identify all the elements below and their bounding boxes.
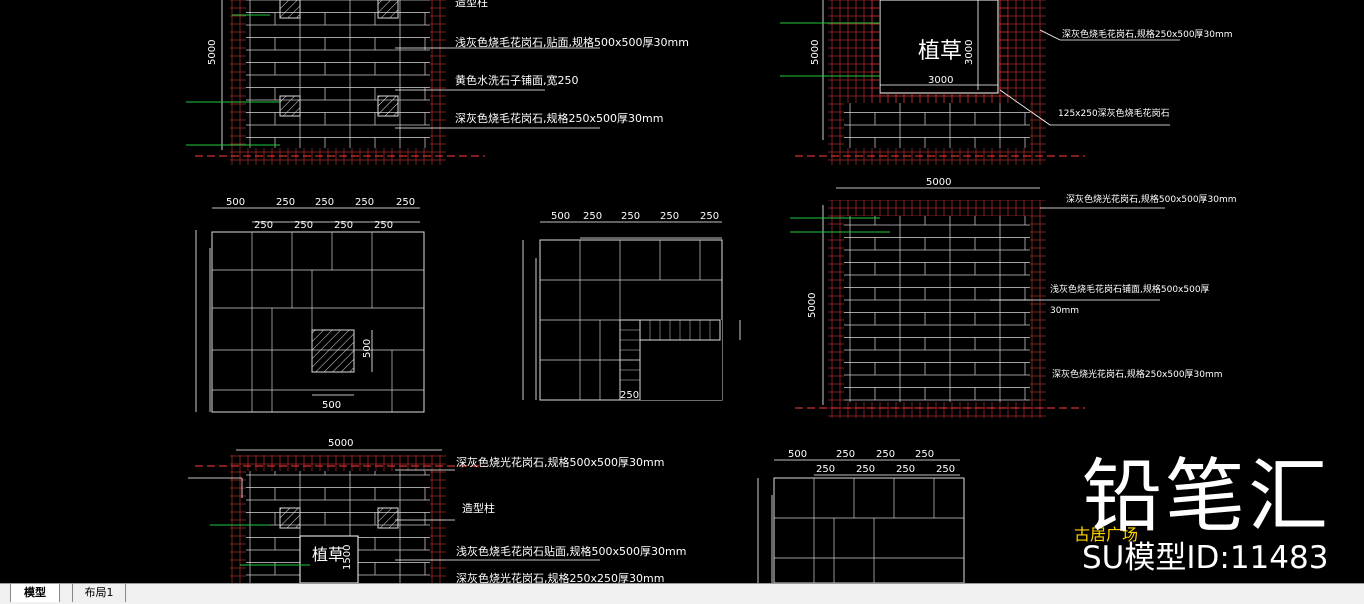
- dim-500-a: 500: [226, 197, 245, 208]
- label-plaza: 古居广场: [1074, 525, 1138, 544]
- note-n10: 浅灰色烧毛花岗石贴面,规格500x500厚30mm: [456, 544, 686, 558]
- dim-250-g1: 250: [816, 464, 835, 475]
- dim-250-a3: 250: [355, 197, 374, 208]
- dim-1500: 1500: [342, 545, 353, 570]
- dim-250-a1: 250: [276, 197, 295, 208]
- dim-250-g2: 250: [856, 464, 875, 475]
- dim-500-d: 500: [551, 211, 570, 222]
- dim-250-a2: 250: [315, 197, 334, 208]
- dim-500-b: 500: [322, 400, 341, 411]
- dim-250-b4: 250: [374, 220, 393, 231]
- cad-model-space[interactable]: 5000 造型柱 浅灰色烧毛花岗石,贴面,规格500x500厚30mm 黄色水洗…: [0, 0, 1364, 583]
- note-n2: 黄色水洗石子铺面,宽250: [455, 73, 579, 87]
- dim-250-d4: 250: [700, 211, 719, 222]
- note-n3: 深灰色烧毛花岗石,规格250x500厚30mm: [455, 111, 663, 125]
- dim-5000-left: 5000: [207, 40, 218, 65]
- note-n5: 125x250深灰色烧毛花岗石: [1058, 107, 1170, 119]
- tab-layout1[interactable]: 布局1: [72, 584, 126, 602]
- note-n9: 深灰色烧光花岗石,规格500x500厚30mm: [456, 455, 664, 469]
- dim-250-e: 250: [620, 390, 639, 401]
- dim-250-f1: 250: [836, 449, 855, 460]
- dim-3000-top: 3000: [928, 75, 953, 86]
- dim-250-a4: 250: [396, 197, 415, 208]
- note-n11: 深灰色烧光花岗石,规格250x250厚30mm: [456, 571, 664, 583]
- note-n7b: 30mm: [1050, 306, 1079, 316]
- note-n6: 深灰色烧光花岗石,规格500x500厚30mm: [1066, 193, 1237, 205]
- dim-250-d3: 250: [660, 211, 679, 222]
- detail-bottom-center: 500 250 250 250 250 250 250 250: [757, 449, 965, 583]
- plan-middle-right: 5000 5000 深灰色烧光花岗石,规格500x500厚30mm 浅灰色烧毛花…: [790, 177, 1237, 418]
- note-shaped-column: 造型柱: [455, 0, 488, 9]
- dim-250-d2: 250: [621, 211, 640, 222]
- dim-250-f3: 250: [915, 449, 934, 460]
- dim-250-b2: 250: [294, 220, 313, 231]
- dim-5000-mid-top: 5000: [926, 177, 951, 188]
- dim-250-f2: 250: [876, 449, 895, 460]
- detail-middle-center: 500 250 250 250 250 250: [522, 211, 741, 401]
- dim-250-g3: 250: [896, 464, 915, 475]
- dim-500-f: 500: [788, 449, 807, 460]
- note-n4: 深灰色烧毛花岗石,规格250x500厚30mm: [1062, 28, 1233, 40]
- note-n7: 浅灰色烧毛花岗石铺面,规格500x500厚: [1050, 283, 1210, 295]
- plan-top-left: 5000 造型柱 浅灰色烧毛花岗石,贴面,规格500x500厚30mm 黄色水洗…: [186, 0, 689, 165]
- tab-model[interactable]: 模型: [10, 584, 60, 602]
- brand-logo-text: 铅笔汇: [1082, 450, 1331, 543]
- dim-3000-side: 3000: [964, 40, 975, 65]
- plan-top-right: 植草 3000 3000 5000 深灰色烧毛花岗石,规格250x500厚30m…: [780, 0, 1233, 165]
- dim-250-d1: 250: [583, 211, 602, 222]
- note-n1: 浅灰色烧毛花岗石,贴面,规格500x500厚30mm: [455, 35, 689, 49]
- layout-tab-bar: 模型 布局1: [0, 583, 1364, 604]
- dim-250-b1: 250: [254, 220, 273, 231]
- dim-500-c: 500: [362, 339, 373, 358]
- dim-5000-mid-side: 5000: [807, 293, 818, 318]
- plan-bottom-left: 5000 植草 1500 造型柱 深灰色烧光花岗石,规格500x500厚30mm…: [188, 438, 686, 583]
- dim-5000-top-right: 5000: [810, 40, 821, 65]
- model-id-text: SU模型ID:11483: [1082, 540, 1329, 576]
- note-shaped-column-2: 造型柱: [462, 501, 495, 515]
- label-planting-grass-bottom: 植草: [312, 545, 344, 564]
- dim-250-g4: 250: [936, 464, 955, 475]
- dim-250-b3: 250: [334, 220, 353, 231]
- dim-5000-bottom: 5000: [328, 438, 353, 449]
- note-n8: 深灰色烧光花岗石,规格250x500厚30mm: [1052, 368, 1223, 380]
- detail-middle-left: 500 250 250 250 250 250 250 250 250 500 …: [195, 197, 425, 413]
- label-planting-grass-top: 植草: [918, 39, 962, 64]
